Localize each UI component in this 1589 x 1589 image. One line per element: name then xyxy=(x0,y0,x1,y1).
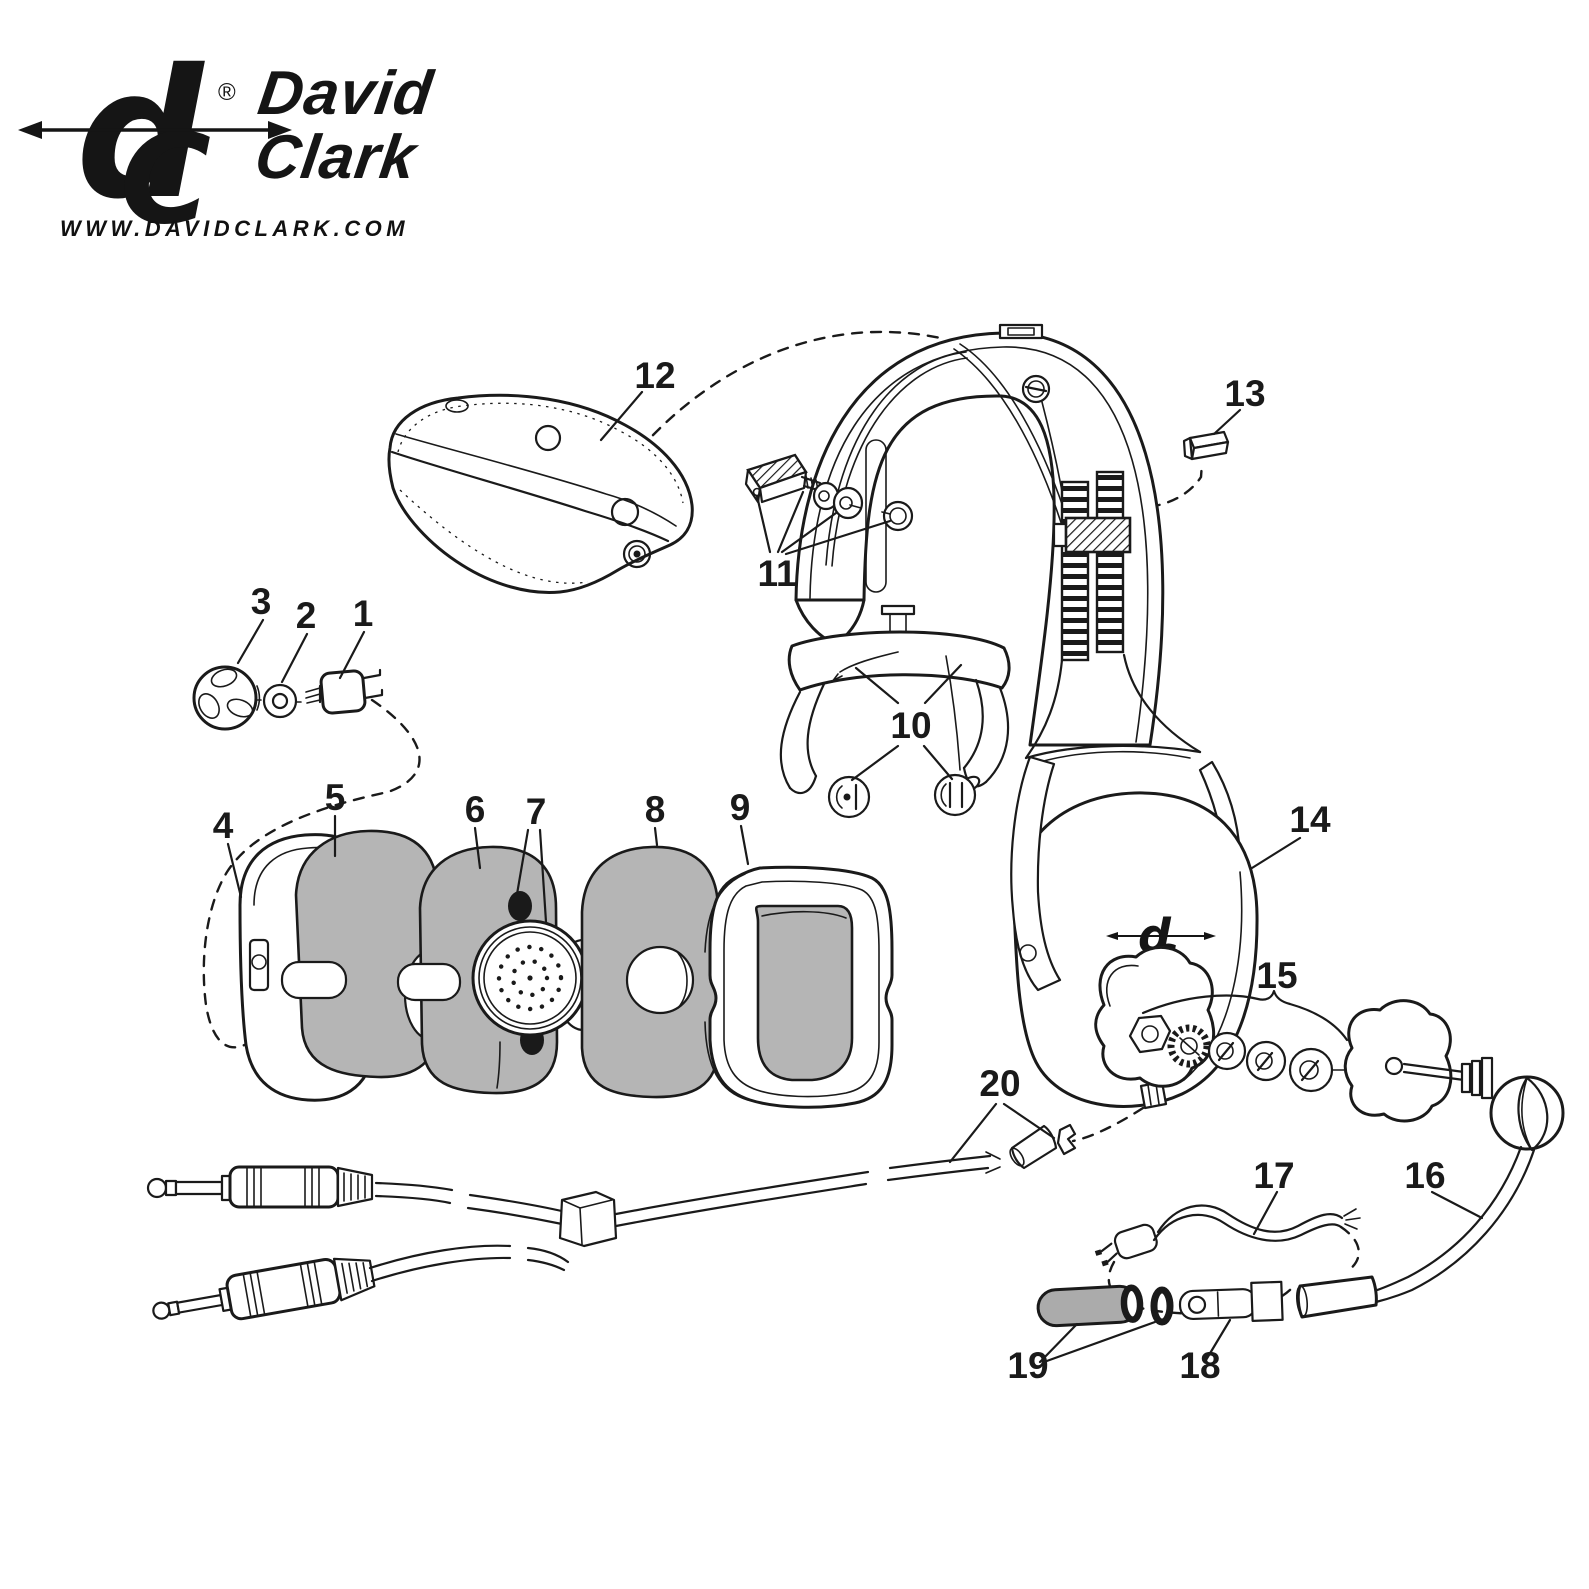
callout-17: 17 xyxy=(1253,1155,1294,1196)
callout-11: 11 xyxy=(757,553,796,594)
headband-bushing xyxy=(881,500,914,532)
ear-seal xyxy=(704,865,894,1109)
brand-website: WWW.DAVIDCLARK.COM xyxy=(60,216,409,241)
mic-cord xyxy=(1094,1204,1361,1267)
part-foam-rear xyxy=(580,845,720,1099)
callout-9: 9 xyxy=(730,787,751,828)
logo-arrow-icon xyxy=(18,121,292,139)
speaker xyxy=(471,891,589,1055)
callout-19: 19 xyxy=(1007,1345,1048,1386)
pad-snap-stud xyxy=(622,539,652,569)
lock-washer xyxy=(1167,1024,1211,1068)
callout-20: 20 xyxy=(979,1063,1020,1104)
cord-connector-parts xyxy=(1036,1280,1284,1328)
logo-monogram-c: C xyxy=(120,108,211,252)
callout-3: 3 xyxy=(251,581,272,622)
cable-junction xyxy=(558,1190,618,1248)
callout-14: 14 xyxy=(1289,799,1331,840)
hex-nut xyxy=(1128,1014,1172,1054)
callout-12: 12 xyxy=(634,355,675,396)
callout-16: 16 xyxy=(1404,1155,1445,1196)
callout-1: 1 xyxy=(353,593,374,634)
mic-boom-assembly xyxy=(1295,999,1565,1319)
brand-logo: d C ® David Clark WWW.DAVIDCLARK.COM xyxy=(18,31,438,252)
cap xyxy=(192,665,261,731)
sleeve-tube xyxy=(1036,1284,1144,1328)
callout-10: 10 xyxy=(890,705,931,746)
mic-mount-hardware xyxy=(1094,945,1349,1093)
snap-cap-left xyxy=(827,775,871,819)
callout-6: 6 xyxy=(465,789,486,830)
callout-labels: 1 2 3 4 5 6 7 8 9 10 11 12 13 14 15 16 1… xyxy=(213,355,1446,1386)
logo-monogram-d: d xyxy=(76,31,205,238)
brand-name-line2: Clark xyxy=(251,123,423,192)
headset-cable xyxy=(146,1123,1077,1321)
head-pad xyxy=(387,393,694,594)
mic-plug xyxy=(152,1257,376,1321)
ear-seal-stack xyxy=(238,829,894,1109)
washer-2 xyxy=(1245,1040,1287,1082)
band-clip xyxy=(1182,430,1230,461)
callout-18: 18 xyxy=(1179,1345,1220,1386)
headband-screw xyxy=(1021,374,1051,404)
callout-13: 13 xyxy=(1224,373,1265,414)
callout-2: 2 xyxy=(296,595,317,636)
callout-leaders xyxy=(226,390,1484,1364)
washer xyxy=(255,683,302,719)
callout-8: 8 xyxy=(645,789,666,830)
callout-7: 7 xyxy=(526,791,547,832)
registered-mark: ® xyxy=(218,79,236,106)
snap-cap-right xyxy=(933,773,977,817)
latch-hardware xyxy=(744,453,864,520)
stirrup-assembly xyxy=(779,598,1011,819)
receiver-parts xyxy=(192,665,384,731)
connector xyxy=(1178,1280,1284,1322)
washer-1 xyxy=(1207,1031,1247,1071)
brand-name-line1: David xyxy=(254,59,438,128)
headband-top-tab xyxy=(998,323,1044,340)
headphone-plug xyxy=(146,1165,374,1209)
callout-5: 5 xyxy=(325,777,346,818)
o-ring xyxy=(1150,1286,1174,1326)
headband xyxy=(794,323,1165,747)
headband-ratchet xyxy=(1052,470,1132,662)
receiver xyxy=(305,668,384,715)
washer-3 xyxy=(1288,1047,1349,1093)
callout-15: 15 xyxy=(1256,955,1297,996)
cable-bushing xyxy=(1009,1123,1077,1170)
callout-4: 4 xyxy=(213,805,234,846)
microphone xyxy=(1489,1075,1565,1152)
